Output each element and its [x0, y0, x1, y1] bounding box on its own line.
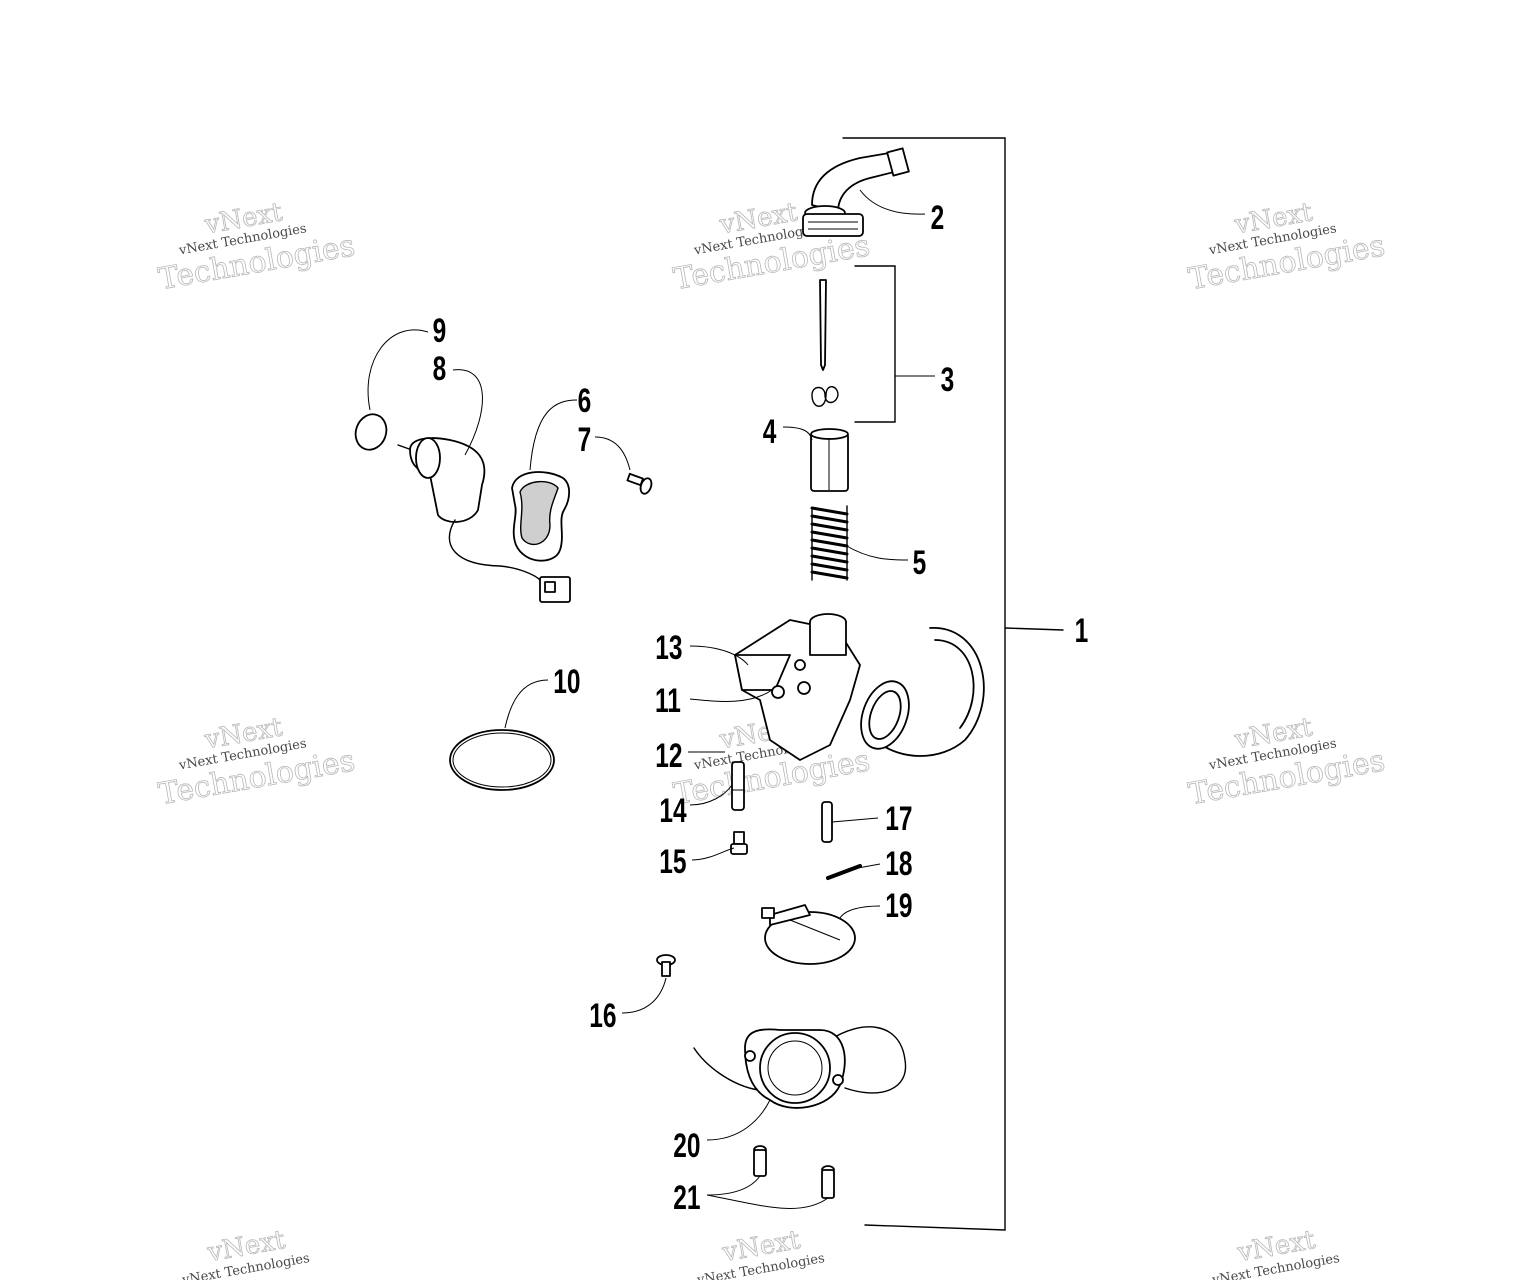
callout-6: 6	[578, 382, 592, 420]
callout-10: 10	[553, 663, 580, 701]
callout-9: 9	[433, 312, 447, 350]
callout-18: 18	[885, 845, 912, 883]
part-cap-screw	[626, 472, 653, 495]
callout-17: 17	[885, 800, 912, 838]
callout-4: 4	[763, 413, 777, 451]
leader-lines	[367, 189, 935, 1209]
part-o-ring-small	[354, 413, 388, 451]
watermark: vNext vNext Technologies Technologies	[156, 712, 358, 813]
watermark: vNext vNext Technologies Technologies	[1186, 712, 1388, 813]
part-elbow-fitting	[802, 147, 910, 237]
part-carburetor-body	[734, 613, 985, 761]
callout-8: 8	[433, 350, 447, 388]
part-needle-set	[811, 265, 896, 423]
part-pilot-jet	[731, 761, 745, 811]
watermark: vNext vNext Technologies	[1210, 1225, 1341, 1280]
callout-19: 19	[885, 887, 912, 925]
callout-7: 7	[578, 421, 592, 459]
part-float-bowl	[693, 1026, 907, 1109]
callout-3: 3	[941, 361, 955, 399]
part-choke-assembly	[397, 437, 571, 603]
part-main-jet	[730, 831, 748, 855]
callout-13: 13	[655, 629, 682, 667]
callout-21: 21	[673, 1179, 700, 1217]
callout-1: 1	[1075, 612, 1089, 650]
part-gasket-ring	[449, 729, 555, 791]
part-screw	[656, 954, 676, 977]
watermark: vNext vNext Technologies Technologies	[156, 197, 358, 298]
watermark: vNext vNext Technologies Technologies	[1186, 197, 1388, 298]
watermark: vNext vNext Technologies	[695, 1225, 826, 1280]
callout-5: 5	[913, 544, 927, 582]
callout-14: 14	[659, 792, 687, 830]
part-float	[761, 904, 856, 965]
part-choke-cap	[511, 471, 571, 562]
watermark: vNext vNext Technologies	[180, 1225, 311, 1280]
assembly-bracket	[842, 137, 1064, 1231]
watermark: vNext vNext Technologies Technologies	[671, 197, 873, 298]
part-spring	[810, 505, 849, 581]
part-float-needle	[821, 801, 833, 843]
part-bowl-screws	[753, 1145, 835, 1199]
part-float-pin	[826, 864, 862, 880]
callout-12: 12	[655, 737, 682, 775]
callout-15: 15	[659, 843, 686, 881]
part-throttle-slide	[810, 428, 849, 492]
callout-16: 16	[589, 997, 616, 1035]
callout-11: 11	[655, 682, 681, 720]
callout-20: 20	[673, 1127, 700, 1165]
callout-2: 2	[931, 199, 945, 237]
callouts: 1 2 3 4 5 6 7 8 9 10 11 12 13 14 15 16 1…	[433, 199, 1089, 1217]
